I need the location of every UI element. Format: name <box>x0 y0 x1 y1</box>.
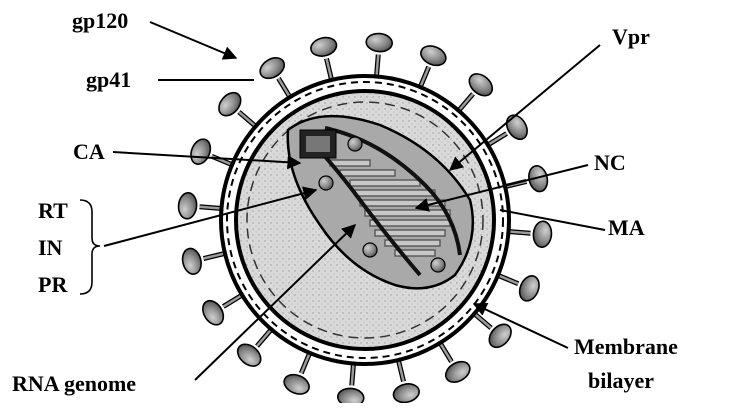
enzyme-sphere-4 <box>431 258 445 272</box>
envelope-spike <box>337 362 364 403</box>
label-rna-genome: RNA genome <box>12 373 136 395</box>
envelope-spike <box>281 351 312 398</box>
label-membrane: Membrane <box>574 336 678 358</box>
gp120-head <box>418 42 449 69</box>
gp120-head <box>256 54 288 83</box>
label-gp120: gp120 <box>72 10 128 32</box>
gp120-head <box>366 33 393 53</box>
envelope-spike <box>496 273 543 304</box>
envelope-spike <box>309 35 338 82</box>
envelope-spike <box>366 33 393 79</box>
envelope-spike <box>439 341 474 386</box>
envelope-spike <box>180 247 227 276</box>
envelope-spike <box>457 70 496 113</box>
envelope-spike <box>392 358 421 403</box>
enzyme-sphere-1 <box>348 137 362 151</box>
gp120-head <box>502 111 531 143</box>
label-rt: RT <box>38 200 68 222</box>
label-pr: PR <box>38 274 67 296</box>
gp120-head <box>532 221 552 248</box>
envelope-spike <box>418 42 449 89</box>
label-vpr: Vpr <box>612 26 650 48</box>
gp120-head <box>180 247 204 276</box>
envelope-spike <box>233 328 272 371</box>
enzyme-sphere-3 <box>363 243 377 257</box>
brace-rt-in-pr <box>80 200 100 294</box>
gp120-head <box>281 371 312 398</box>
envelope-spike <box>473 312 516 351</box>
envelope-spike <box>507 221 553 248</box>
envelope-spike <box>187 136 234 167</box>
rt-complex-inner <box>306 136 330 152</box>
leader-vpr <box>450 45 600 170</box>
label-ca: CA <box>73 141 105 163</box>
envelope-spike <box>215 88 258 127</box>
label-bilayer: bilayer <box>588 370 654 392</box>
gp120-head <box>178 192 198 219</box>
leader-gp120 <box>150 22 236 58</box>
gp120-head <box>309 35 338 59</box>
gp120-head <box>187 136 214 167</box>
label-gp41: gp41 <box>86 69 131 91</box>
envelope-spike <box>199 294 244 329</box>
envelope-spike <box>256 54 291 99</box>
gp120-head <box>442 357 474 386</box>
envelope-spike <box>486 111 531 146</box>
leader-ma <box>500 210 605 230</box>
envelope-spike <box>503 164 550 193</box>
gp120-head <box>516 273 543 304</box>
enzyme-sphere-2 <box>319 176 333 190</box>
label-in: IN <box>38 237 62 259</box>
label-nc: NC <box>594 152 626 174</box>
gp120-head <box>199 297 228 329</box>
label-ma: MA <box>608 217 645 239</box>
gp120-head <box>337 387 364 403</box>
gp120-head <box>392 381 421 403</box>
